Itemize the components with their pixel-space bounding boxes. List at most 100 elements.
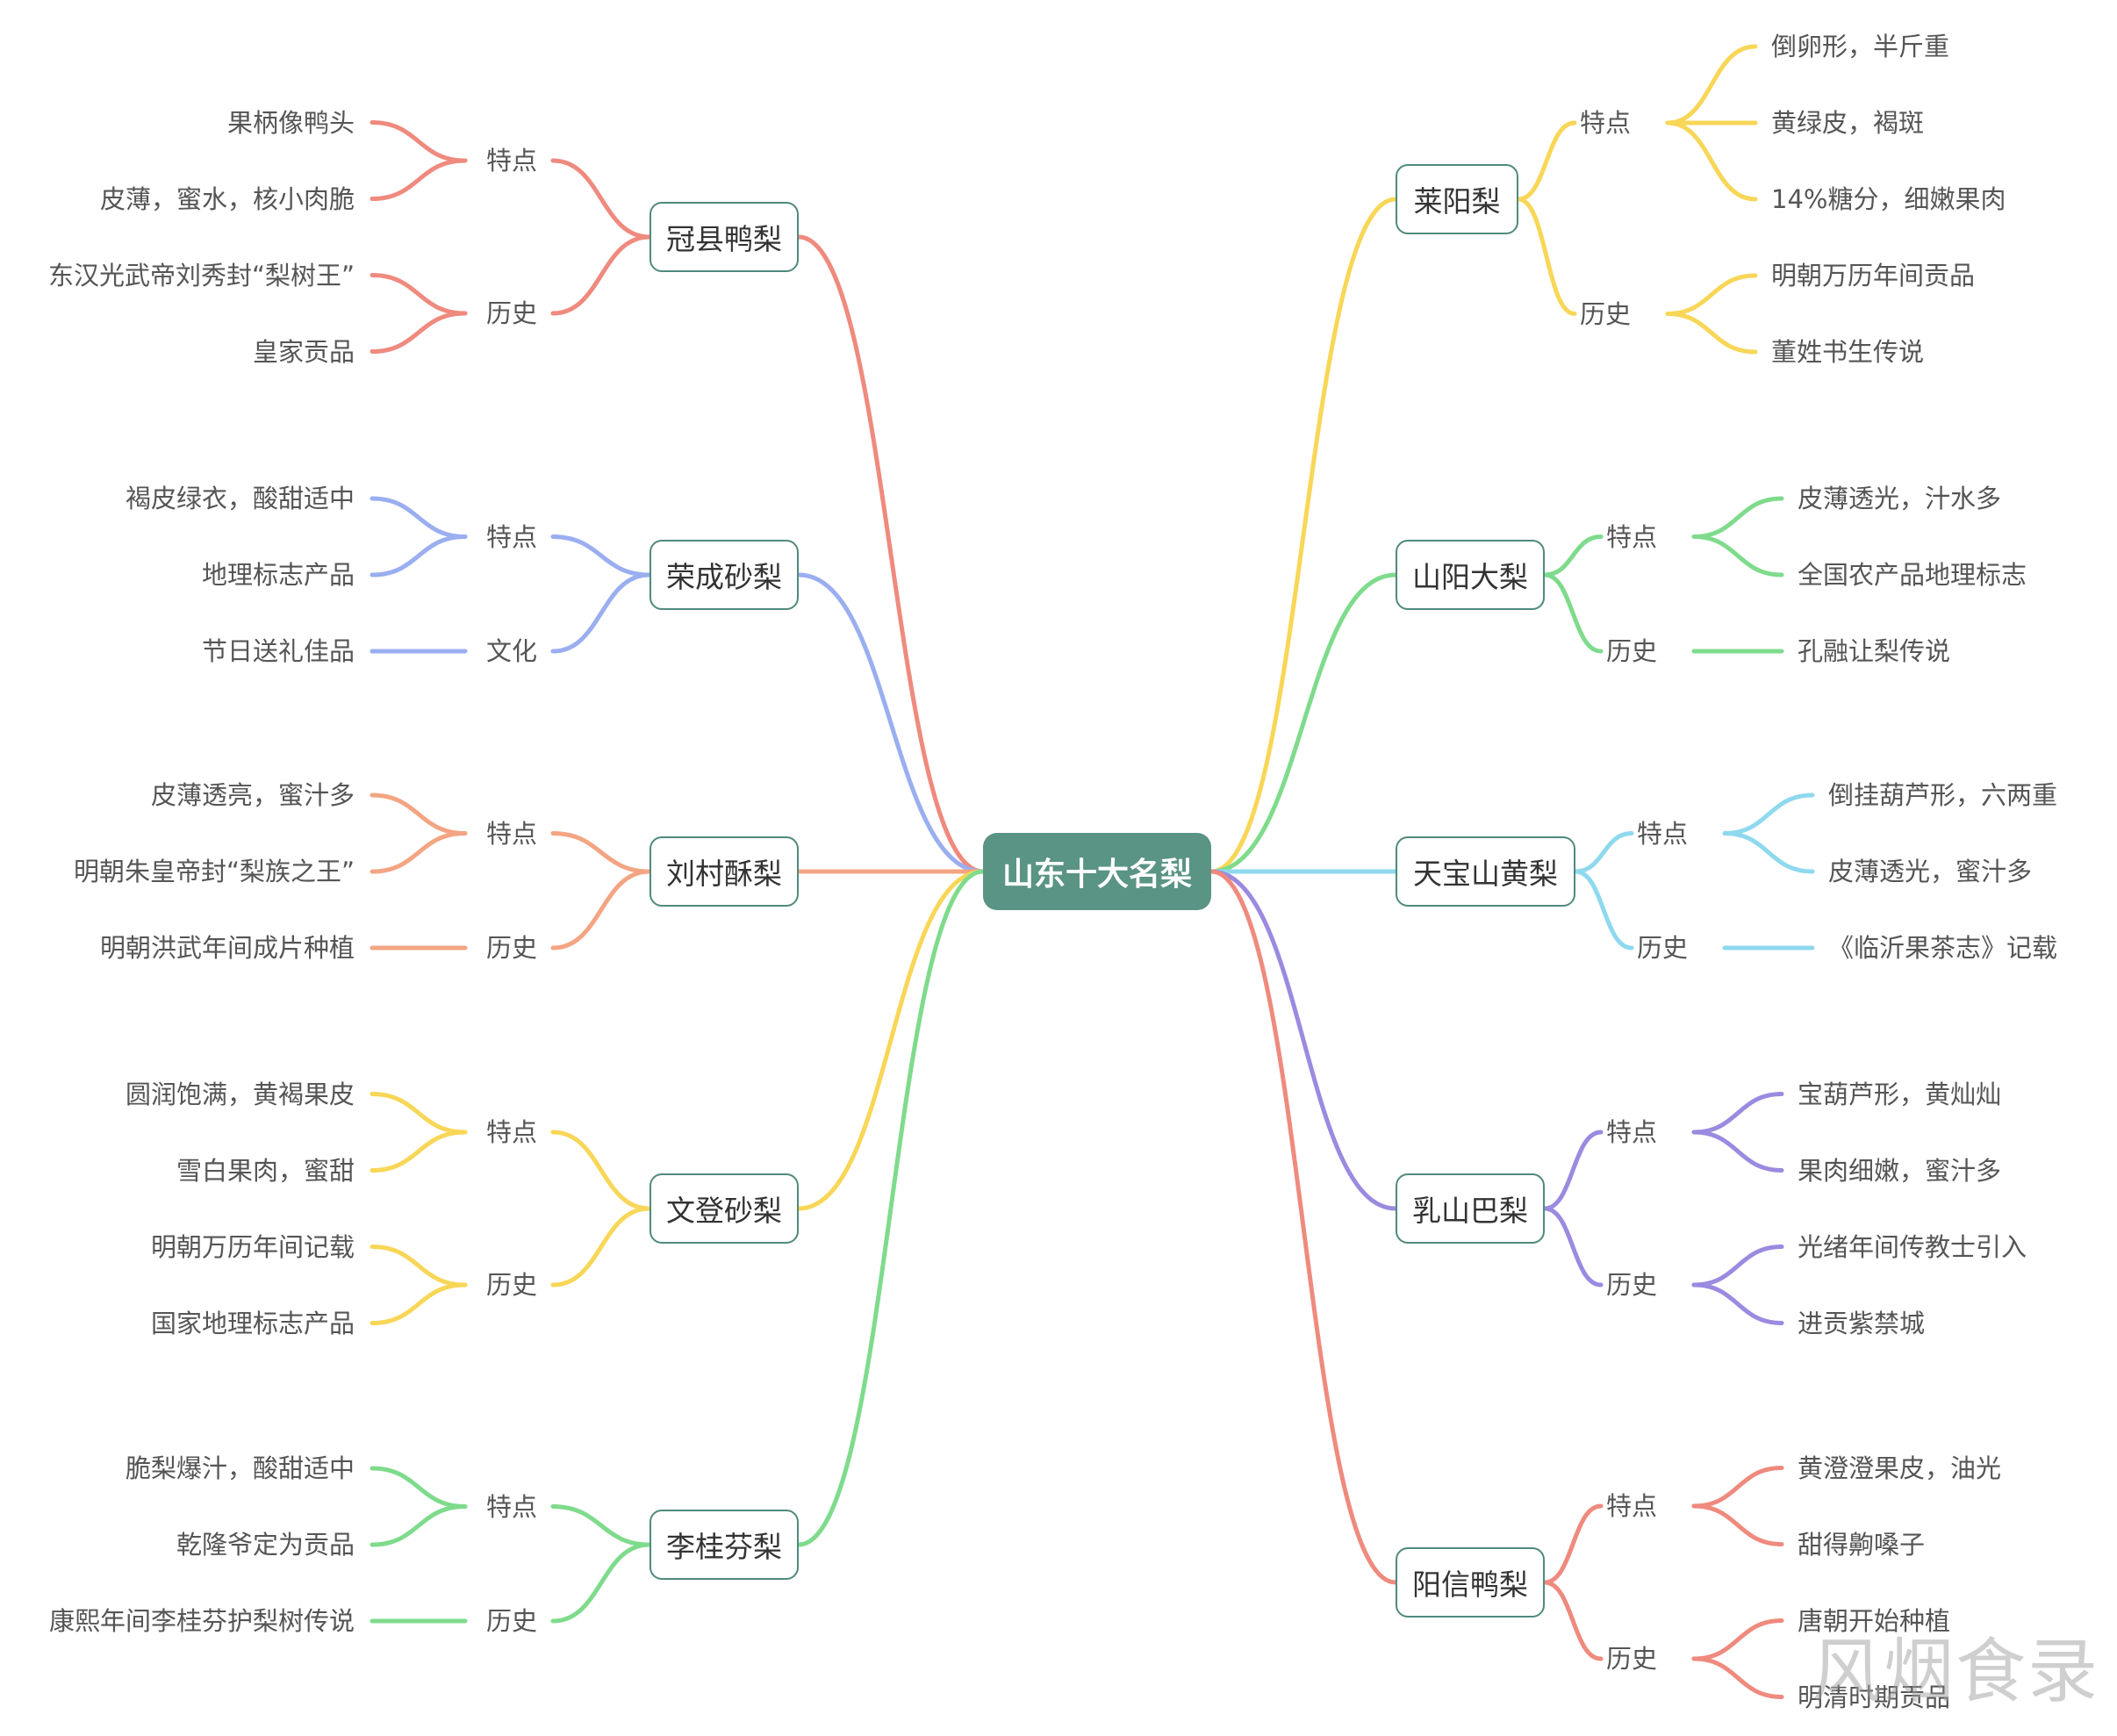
leaf-item[interactable]: 倒挂葫芦形，六两重	[1828, 780, 2058, 810]
root-link-left-1	[796, 572, 986, 874]
group-link-left-0-0	[550, 158, 652, 240]
root-link-left-4	[796, 869, 986, 1547]
leaf-link	[370, 1245, 468, 1288]
group-label[interactable]: 特点	[485, 1117, 537, 1147]
group-link-right-0-1	[1516, 197, 1577, 316]
leaf-link	[370, 311, 468, 354]
leaf-item[interactable]: 皮薄透亮，蜜汁多	[150, 780, 355, 810]
group-label[interactable]: 特点	[1580, 108, 1632, 138]
group-label[interactable]: 历史	[1637, 933, 1689, 963]
leaf-link	[370, 534, 468, 577]
leaf-item[interactable]: 黄绿皮，褐斑	[1771, 108, 1925, 138]
group-link-left-1-1	[550, 572, 652, 654]
leaf-item[interactable]: 唐朝开始种植	[1798, 1605, 1951, 1636]
branch-topic-right-3[interactable]: 乳山巴梨	[1396, 1173, 1545, 1244]
group-label[interactable]: 特点	[1606, 521, 1658, 552]
group-label[interactable]: 特点	[485, 1491, 537, 1522]
branch-topic-left-4[interactable]: 李桂芬梨	[649, 1510, 799, 1580]
leaf-item[interactable]: 明朝朱皇帝封“梨族之王”	[73, 857, 355, 886]
leaf-link	[370, 158, 468, 201]
leaf-link	[1722, 831, 1815, 874]
leaf-item[interactable]: 宝葫芦形，黄灿灿	[1798, 1079, 2002, 1109]
leaf-link	[370, 831, 468, 874]
leaf-item[interactable]: 皮薄，蜜水，核小肉脆	[99, 183, 355, 214]
branch-topic-left-0[interactable]: 冠县鸭梨	[649, 202, 799, 272]
leaf-link	[1665, 44, 1758, 126]
leaf-item[interactable]: 果柄像鸭头	[226, 107, 355, 138]
branch-topic-right-1[interactable]: 山阳大梨	[1396, 540, 1545, 610]
leaf-item[interactable]: 乾隆爷定为贡品	[176, 1530, 355, 1560]
group-label[interactable]: 历史	[1606, 1270, 1658, 1300]
group-label[interactable]: 历史	[485, 1270, 537, 1300]
group-label[interactable]: 历史	[1580, 298, 1632, 329]
leaf-item[interactable]: 甜得齁嗓子	[1798, 1529, 1926, 1560]
leaf-item[interactable]: 东汉光武帝刘秀封“梨树王”	[47, 260, 355, 291]
leaf-item[interactable]: 光绪年间传教士引入	[1798, 1231, 2027, 1262]
leaf-item[interactable]: 地理标志产品	[201, 560, 355, 590]
leaf-link	[1665, 120, 1758, 202]
group-label[interactable]: 历史	[1606, 1644, 1658, 1674]
leaf-item[interactable]: 明朝洪武年间成片种植	[99, 933, 355, 963]
group-label[interactable]: 特点	[485, 521, 537, 552]
group-label[interactable]: 历史	[1606, 636, 1658, 666]
root-link-left-0	[796, 234, 986, 874]
root-link-right-3	[1209, 869, 1398, 1211]
group-link-left-0-1	[550, 234, 652, 316]
branch-topic-left-1[interactable]: 荣成砂梨	[649, 540, 799, 610]
branch-topic-left-3[interactable]: 文登砂梨	[649, 1173, 799, 1244]
leaf-item[interactable]: 董姓书生传说	[1771, 337, 1925, 367]
group-label[interactable]: 特点	[1637, 818, 1689, 849]
leaf-link	[1691, 1656, 1784, 1699]
group-link-left-4-1	[550, 1542, 652, 1624]
group-label[interactable]: 特点	[1606, 1491, 1658, 1521]
group-label[interactable]: 特点	[485, 818, 537, 849]
group-label[interactable]: 特点	[1606, 1117, 1658, 1147]
leaf-item[interactable]: 国家地理标志产品	[150, 1308, 355, 1338]
leaf-item[interactable]: 明朝万历年间记载	[150, 1231, 355, 1262]
branch-topic-right-2[interactable]: 天宝山黄梨	[1396, 836, 1575, 907]
root-link-left-3	[796, 869, 986, 1211]
leaf-link	[1691, 1503, 1784, 1546]
root-topic[interactable]: 山东十大名梨	[983, 833, 1211, 910]
group-link-right-2-1	[1573, 869, 1634, 950]
group-label[interactable]: 文化	[485, 636, 537, 666]
leaf-item[interactable]: 孔融让梨传说	[1798, 636, 1951, 666]
group-link-right-0-0	[1516, 120, 1577, 202]
leaf-item[interactable]: 皮薄透光，蜜汁多	[1828, 857, 2033, 886]
leaf-link	[370, 1282, 468, 1325]
leaf-item[interactable]: 雪白果肉，蜜甜	[176, 1155, 355, 1186]
leaf-item[interactable]: 康熙年间李桂芬护梨树传说	[48, 1606, 355, 1636]
leaf-link	[1665, 312, 1758, 355]
leaf-item[interactable]: 《临沂果茶志》记载	[1828, 933, 2058, 963]
group-label[interactable]: 历史	[485, 1606, 537, 1636]
leaf-link	[370, 1466, 468, 1509]
root-link-right-4	[1209, 869, 1398, 1585]
group-link-left-3-1	[550, 1206, 652, 1288]
group-label[interactable]: 历史	[485, 298, 537, 328]
group-label[interactable]: 特点	[485, 146, 537, 176]
leaf-item[interactable]: 黄澄澄果皮，油光	[1798, 1453, 2002, 1483]
leaf-link	[1691, 1130, 1784, 1173]
leaf-link	[1691, 534, 1784, 577]
leaf-item[interactable]: 全国农产品地理标志	[1798, 560, 2027, 590]
group-label[interactable]: 历史	[485, 933, 537, 963]
leaf-item[interactable]: 进贡紫禁城	[1798, 1308, 1926, 1338]
leaf-item[interactable]: 节日送礼佳品	[201, 636, 355, 666]
leaf-item[interactable]: 明清时期贡品	[1798, 1682, 1951, 1712]
group-link-right-3-1	[1542, 1206, 1604, 1288]
leaf-item[interactable]: 皮薄透光，汁水多	[1798, 484, 2002, 513]
branch-topic-right-0[interactable]: 莱阳梨	[1396, 164, 1518, 234]
root-link-right-0	[1209, 197, 1398, 874]
leaf-item[interactable]: 褐皮绿衣，酸甜适中	[125, 484, 355, 513]
leaf-item[interactable]: 脆梨爆汁，酸甜适中	[125, 1453, 355, 1483]
branch-topic-right-4[interactable]: 阳信鸭梨	[1396, 1547, 1545, 1618]
branch-topic-left-2[interactable]: 刘村酥梨	[649, 836, 799, 907]
leaf-item[interactable]: 明朝万历年间贡品	[1771, 261, 1976, 291]
leaf-item[interactable]: 果肉细嫩，蜜汁多	[1798, 1155, 2002, 1186]
leaf-item[interactable]: 14%糖分，细嫩果肉	[1771, 184, 2006, 214]
leaf-item[interactable]: 倒卵形，半斤重	[1771, 32, 1950, 61]
leaf-link	[370, 1092, 468, 1135]
leaf-item[interactable]: 圆润饱满，黄褐果皮	[125, 1079, 355, 1109]
leaf-item[interactable]: 皇家贡品	[252, 336, 355, 367]
